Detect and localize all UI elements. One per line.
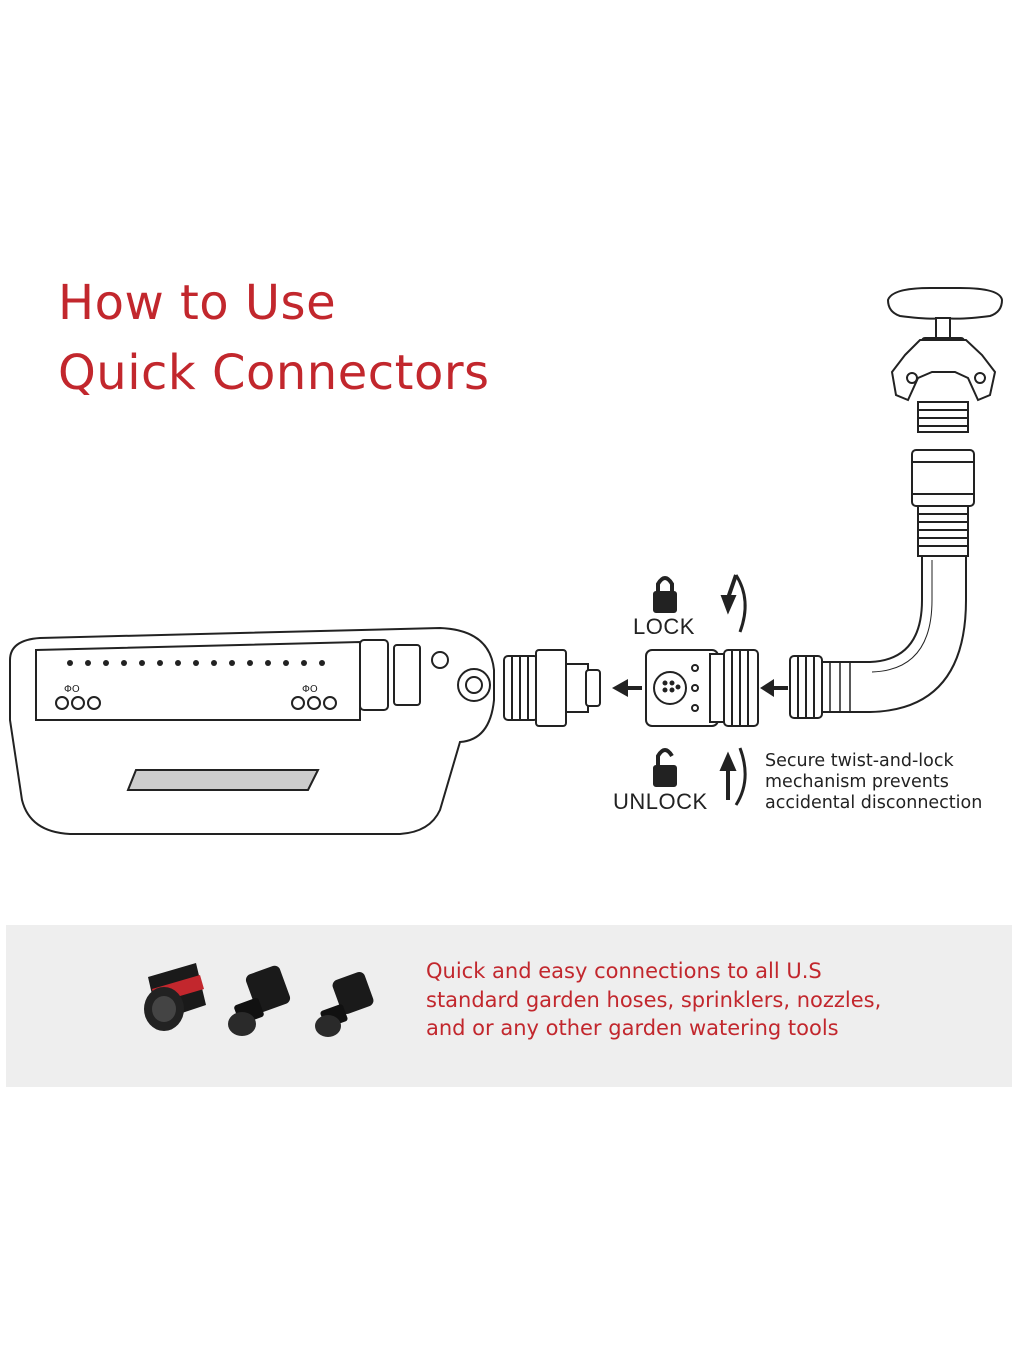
red-quick-connector-icon (144, 963, 206, 1031)
rotate-arrow-icon (720, 574, 747, 633)
black-adapter-icon (228, 965, 291, 1036)
panel-line-1: Quick and easy connections to all U.S (426, 959, 822, 983)
connector-parts-illustration (144, 963, 374, 1037)
connection-diagram: ΦO ΦO (9, 287, 1004, 835)
quick-connector-illustration (645, 649, 759, 727)
note-line-2: mechanism prevents (765, 772, 949, 792)
lock-label: LOCK (633, 614, 695, 639)
title-line-2: Quick Connectors (58, 345, 490, 401)
sprinkler-illustration (9, 626, 495, 835)
flow-arrows (612, 679, 788, 697)
sprinkler-mark-left: ΦO (64, 684, 80, 695)
panel-line-2: standard garden hoses, sprinklers, nozzl… (426, 987, 882, 1012)
black-adapter-small-icon (315, 971, 374, 1037)
faucet-illustration (886, 287, 1004, 433)
panel-description: Quick and easy connections to all U.S st… (426, 957, 881, 1043)
adapter-illustration (503, 649, 601, 727)
padlock-closed-icon (653, 576, 677, 613)
rotate-arrow-icon (719, 747, 747, 806)
padlock-open-icon (653, 748, 677, 787)
connections-panel: Quick and easy connections to all U.S st… (6, 925, 1012, 1087)
note-line-1: Secure twist-and-lock (765, 751, 954, 771)
unlock-label: UNLOCK (613, 789, 708, 814)
sprinkler-mark-right: ΦO (302, 684, 318, 695)
hose-illustration (789, 449, 975, 719)
page-title: How to Use Quick Connectors (58, 268, 490, 408)
title-line-1: How to Use (58, 275, 337, 331)
panel-line-3: and or any other garden watering tools (426, 1016, 839, 1040)
note-line-3: accidental disconnection (765, 793, 983, 813)
lock-mechanism-note: Secure twist-and-lock mechanism prevents… (765, 751, 982, 814)
